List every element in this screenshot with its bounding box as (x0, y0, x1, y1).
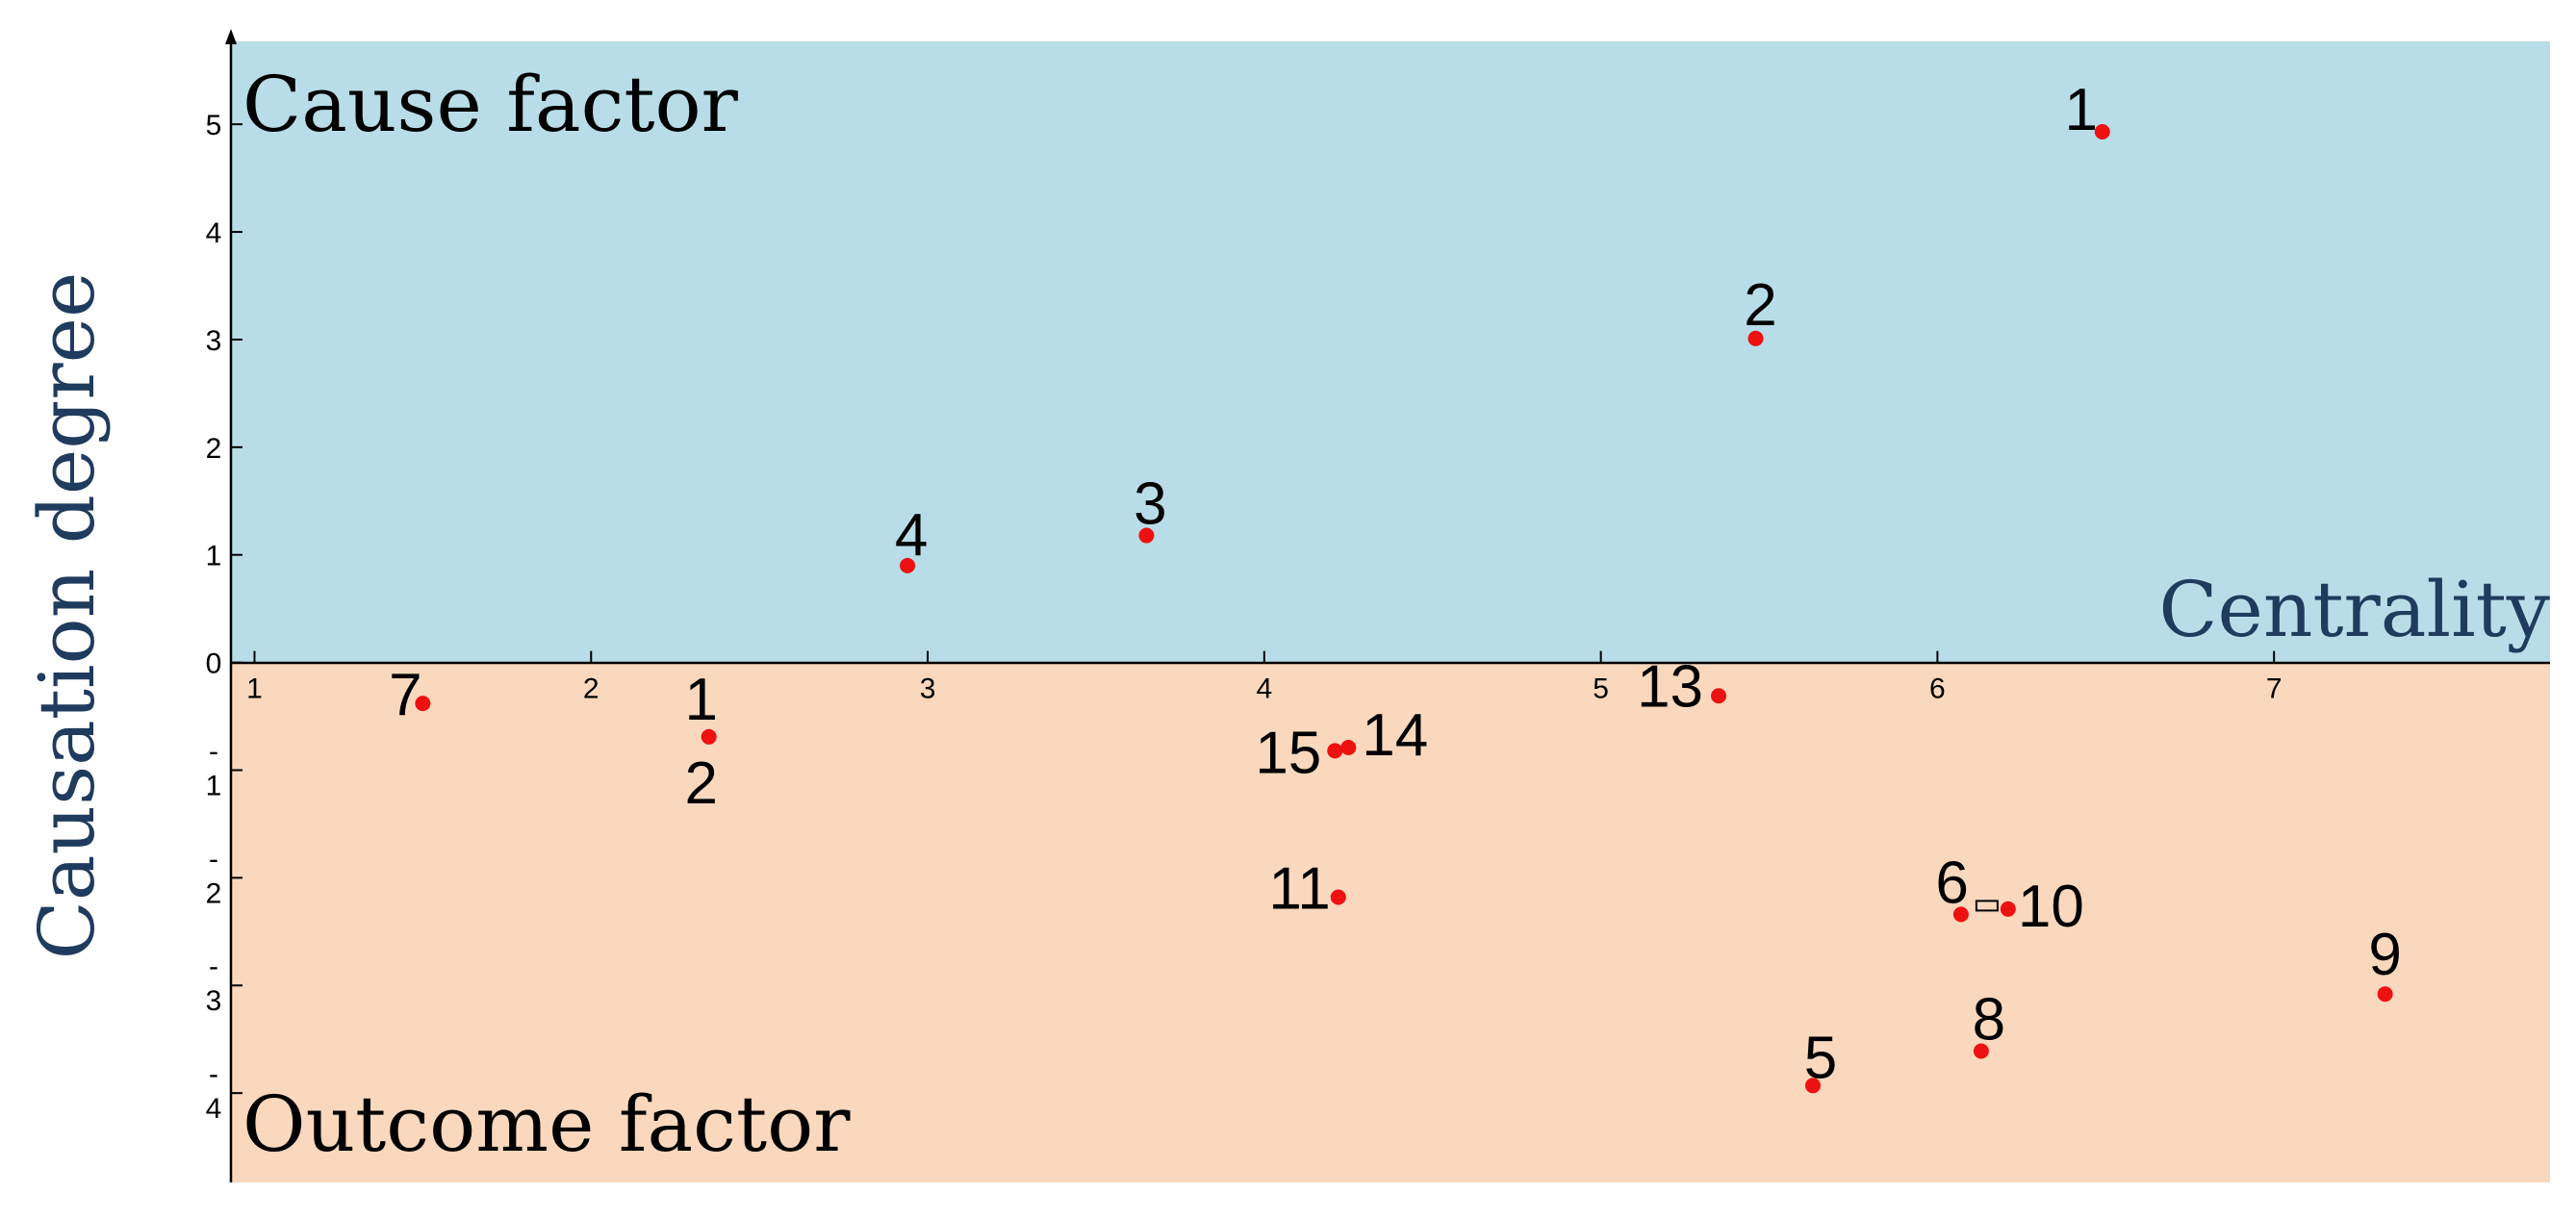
y-tick-label: 2 (206, 433, 222, 465)
data-point (1138, 527, 1155, 544)
x-tick-label: 1 (246, 673, 263, 705)
point-label: 8 (1973, 986, 2005, 1053)
y-tick-label: -1 (206, 735, 222, 801)
data-point (900, 557, 916, 573)
data-point (1327, 743, 1343, 759)
y-axis-title: Causation degree (22, 272, 112, 960)
label-connector (1975, 900, 1999, 912)
data-point (1952, 906, 1969, 923)
data-point (1711, 688, 1727, 704)
point-label: 10 (2018, 874, 2084, 940)
y-tick-label: 1 (206, 541, 222, 572)
data-point (701, 728, 717, 745)
y-tick-label: 5 (206, 110, 222, 141)
y-tick-label: -2 (206, 843, 222, 909)
data-point (1330, 889, 1346, 905)
x-axis-title: Centrality (2158, 565, 2550, 654)
data-point (1340, 739, 1357, 755)
x-tick-label: 6 (1929, 673, 1946, 705)
outcome-factor-region (231, 663, 2550, 1182)
point-label: 5 (1804, 1025, 1837, 1091)
data-point (2000, 901, 2016, 917)
data-point (2094, 123, 2110, 140)
data-point (1747, 330, 1764, 346)
point-label: 9 (2368, 922, 2401, 988)
y-tick-label: 4 (206, 217, 222, 249)
x-axis-ticks: 1 2 3 4 5 6 7 (246, 650, 2283, 705)
point-label: 13 (1637, 653, 1703, 720)
x-tick-label: 5 (1593, 673, 1609, 705)
outcome-factor-label: Outcome factor (242, 1079, 851, 1169)
point-label: 7 (389, 662, 421, 728)
point-label: 4 (895, 502, 928, 569)
y-tick-label: -4 (206, 1058, 222, 1125)
y-tick-label: -3 (206, 951, 222, 1017)
point-label: 15 (1255, 720, 1321, 786)
y-axis-arrowhead (225, 29, 237, 44)
point-label: 6 (1935, 850, 1968, 916)
point-label: 11 (1268, 856, 1330, 923)
data-point (1804, 1078, 1821, 1094)
x-tick-label: 7 (2266, 673, 2283, 705)
data-point (415, 696, 431, 712)
x-tick-label: 4 (1256, 673, 1272, 705)
x-tick-label: 2 (583, 673, 599, 705)
y-tick-label: 3 (206, 325, 222, 357)
cause-factor-label: Cause factor (242, 60, 739, 149)
point-label: 14 (1362, 702, 1428, 769)
y-tick-label: 0 (206, 648, 222, 680)
cause-factor-region (231, 41, 2550, 663)
y-axis-ticks: 5 4 3 2 1 0 -1 -2 -3 -4 (206, 110, 242, 1125)
data-point (1973, 1043, 1989, 1059)
point-label: 1 (2065, 77, 2098, 143)
point-label: 2 (1744, 272, 1776, 339)
x-tick-label: 3 (920, 673, 936, 705)
point-label: 3 (1134, 471, 1166, 538)
data-point (2377, 986, 2393, 1003)
